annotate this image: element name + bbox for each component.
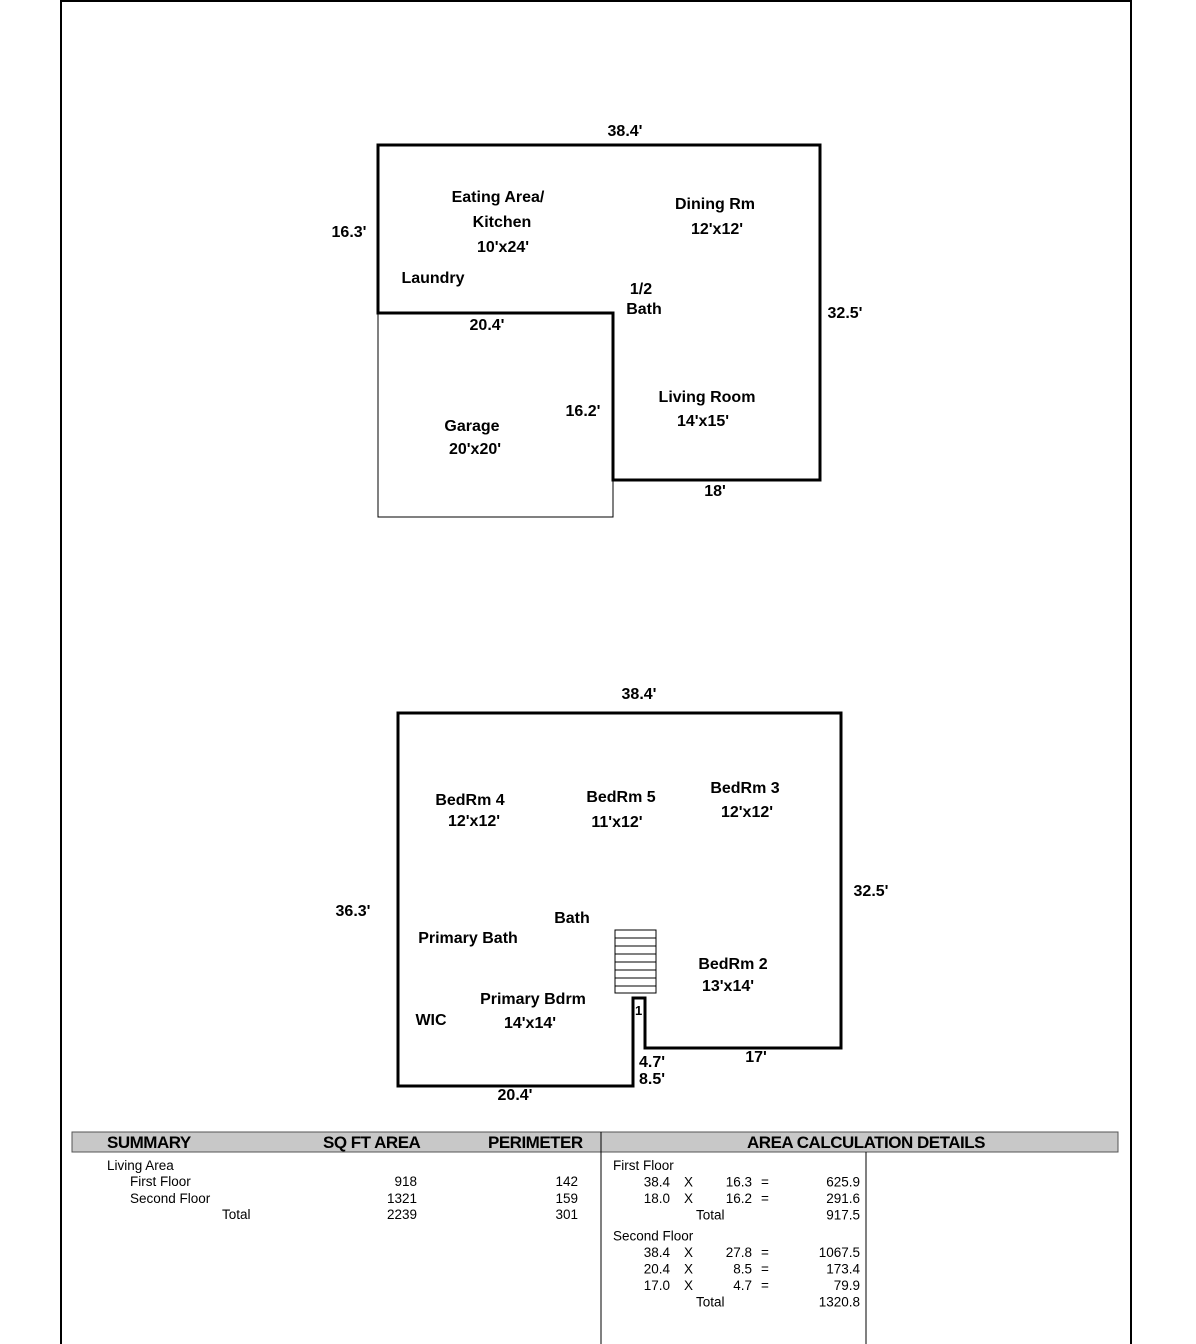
details-total-label: Total [696,1208,725,1223]
second-floor-plan: 1 38.4' 36.3' 32.5' 17' 4.7' 8.5' 20.4' … [336,686,889,1104]
dim-bottom-left: 20.4' [498,1087,533,1104]
details-cell: = [761,1175,769,1190]
row-perimeter: 301 [555,1207,578,1222]
dim-notch-1: 4.7' [639,1054,665,1071]
room-half-bath-line2: Bath [626,301,662,318]
room-primary-bath: Primary Bath [418,930,518,947]
details-cell: X [684,1175,693,1190]
room-bedrm-4-size: 12'x12' [448,813,500,830]
dim-top: 38.4' [608,123,643,140]
header-perimeter: PERIMETER [488,1133,583,1152]
room-dining: Dining Rm [675,196,755,213]
room-wic: WIC [415,1012,447,1029]
dim-bottom-right: 17' [745,1049,767,1066]
room-garage-size: 20'x20' [449,441,501,458]
room-bedrm-5-size: 11'x12' [591,814,642,831]
details-cell: 625.9 [826,1175,860,1190]
details-total-label: Total [696,1295,725,1310]
details-cell: X [684,1278,693,1293]
header-details: AREA CALCULATION DETAILS [747,1133,985,1152]
details-cell: 18.0 [644,1191,670,1206]
dim-notch-2: 8.5' [639,1071,665,1088]
header-summary: SUMMARY [107,1133,192,1152]
header-area: SQ FT AREA [323,1133,421,1152]
dim-left: 36.3' [336,903,371,920]
row-label: First Floor [130,1174,191,1189]
row-area: 1321 [387,1191,417,1206]
summary-table: SUMMARY SQ FT AREA PERIMETER AREA CALCUL… [71,1131,1119,1344]
room-bedrm-5: BedRm 5 [586,789,655,806]
room-living: Living Room [659,389,756,406]
dim-bottom: 18' [704,483,726,500]
room-bedrm-2-size: 13'x14' [702,978,754,995]
room-bath: Bath [554,910,590,927]
dim-right: 32.5' [854,883,889,900]
details-cell: 16.2 [726,1191,752,1206]
details-cell: 27.8 [726,1245,752,1260]
details-cell: 173.4 [826,1262,860,1277]
first-floor-plan: 38.4' 16.3' 32.5' 20.4' 16.2' 18' Eating… [332,123,863,518]
room-bedrm-3: BedRm 3 [710,780,779,797]
stairs-icon [614,929,657,994]
room-bedrm-2: BedRm 2 [698,956,767,973]
details-cell: 16.3 [726,1175,752,1190]
dim-right: 32.5' [828,305,863,322]
details-cell: X [684,1191,693,1206]
details-total: 917.5 [826,1208,860,1223]
stair-mark: 1 [635,1003,642,1018]
row-label: Total [222,1207,251,1222]
room-primary-bdrm-size: 14'x14' [504,1015,556,1032]
room-dining-size: 12'x12' [691,221,743,238]
row-perimeter: 159 [555,1191,578,1206]
details-cell: 4.7 [733,1278,752,1293]
dim-top: 38.4' [622,686,657,703]
room-bedrm-4: BedRm 4 [435,792,504,809]
details-cell: X [684,1262,693,1277]
dim-garage-top: 20.4' [470,317,505,334]
details-cell: 1067.5 [819,1245,860,1260]
row-area: 2239 [387,1207,417,1222]
details-cell: = [761,1262,769,1277]
details-cell: X [684,1245,693,1260]
details-cell: = [761,1191,769,1206]
details-cell: = [761,1245,769,1260]
details-cell: 8.5 [733,1262,752,1277]
row-perimeter: 142 [555,1174,578,1189]
room-garage: Garage [444,418,499,435]
room-living-size: 14'x15' [677,413,729,430]
room-laundry: Laundry [401,270,464,287]
details-cell: = [761,1278,769,1293]
page-border [60,0,1132,1344]
room-half-bath: 1/2 [630,281,652,298]
second-floor-outline [396,711,843,1088]
details-cell: 17.0 [644,1278,670,1293]
room-primary-bdrm: Primary Bdrm [480,991,586,1008]
details-cell: 38.4 [644,1245,671,1260]
row-label: Second Floor [130,1191,211,1206]
room-kitchen-line2: Kitchen [473,214,532,231]
row-area: 918 [394,1174,417,1189]
dim-inner: 16.2' [566,403,601,420]
details-total: 1320.8 [819,1295,860,1310]
details-cell: 79.9 [834,1278,860,1293]
first-floor-outline [376,143,822,482]
room-kitchen-size: 10'x24' [477,239,529,256]
details-floor-label: Second Floor [613,1229,694,1244]
details-cell: 20.4 [644,1262,671,1277]
details-floor-label: First Floor [613,1158,674,1173]
dim-left: 16.3' [332,224,367,241]
group-label: Living Area [107,1158,174,1173]
room-kitchen: Eating Area/ [452,189,545,206]
room-bedrm-3-size: 12'x12' [721,804,773,821]
details-cell: 38.4 [644,1175,671,1190]
details-cell: 291.6 [826,1191,860,1206]
